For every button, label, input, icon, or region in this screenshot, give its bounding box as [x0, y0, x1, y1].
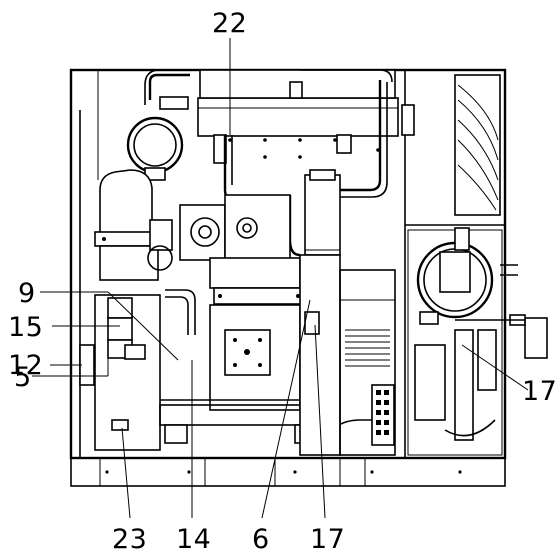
callout-6: 6	[252, 524, 270, 554]
oil-filter	[304, 169, 341, 256]
leader-23	[121, 427, 131, 519]
leader-17-right	[461, 344, 529, 391]
leader-9-diag	[107, 291, 179, 361]
leader-6	[261, 299, 311, 519]
callout-22: 22	[212, 8, 247, 39]
callout-23: 23	[112, 524, 147, 554]
callout-15: 15	[8, 312, 43, 343]
leader-lines	[32, 38, 529, 519]
ventilation-grille	[345, 329, 390, 367]
callout-17-bottom: 17	[310, 524, 345, 554]
callout-9: 9	[18, 278, 36, 309]
callout-5: 5	[14, 362, 32, 393]
refrigeration-dryer	[414, 227, 548, 441]
callout-14: 14	[176, 524, 211, 554]
separator-tank	[94, 169, 161, 281]
callout-12: 12	[8, 350, 43, 381]
leader-17-bottom	[314, 324, 326, 519]
motor-base	[159, 304, 331, 444]
terminal-block	[371, 384, 395, 446]
callout-labels: 22 9 15 12 5 23 14 6 17 17	[8, 8, 557, 554]
control-box	[299, 254, 396, 456]
compressor-block	[147, 194, 305, 305]
callout-17-right: 17	[522, 376, 557, 407]
left-enclosure	[79, 294, 161, 451]
fan-grille	[454, 74, 501, 216]
air-intake-filter	[126, 96, 189, 181]
cooler-unit	[197, 69, 415, 164]
